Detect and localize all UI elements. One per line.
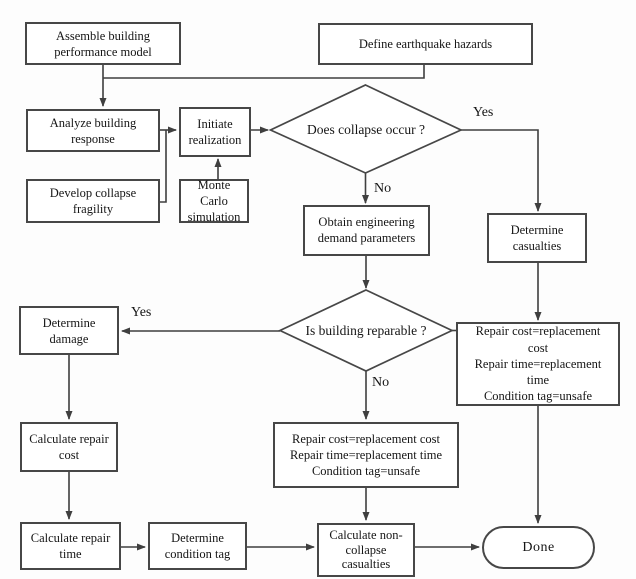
node-label: Obtain engineering demand parameters — [317, 214, 416, 245]
node-label: Determine condition tag — [164, 531, 231, 561]
node-determine-damage: Determine damage — [19, 306, 119, 355]
node-develop-collapse-fragility: Develop collapse fragility — [26, 179, 160, 223]
edge-label-reparable-yes: Yes — [131, 305, 152, 320]
edge-label-reparable-no: No — [372, 375, 390, 390]
decision-is-building-reparable-label: Is building reparable ? — [305, 323, 427, 338]
node-calculate-repair-cost: Calculate repair cost — [20, 422, 118, 472]
node-analyze-building-response: Analyze building response — [26, 109, 160, 152]
node-label: Initiate realization — [188, 117, 242, 147]
node-label: Done — [522, 539, 555, 555]
decision-does-collapse-occur-shape — [268, 84, 464, 174]
node-label: Repair cost=replacement cost Repair time… — [289, 431, 443, 479]
node-define-earthquake-hazards: Define earthquake hazards — [318, 23, 533, 65]
node-calculate-repair-time: Calculate repair time — [20, 522, 121, 570]
node-monte-carlo-simulation: Monte Carlo simulation — [179, 178, 249, 224]
node-label: Monte Carlo simulation — [187, 178, 241, 224]
node-label: Determine casualties — [510, 223, 564, 253]
edge-define-to-junction — [103, 65, 425, 79]
node-obtain-engineering-demand-parameters: Obtain engineering demand parameters — [303, 205, 430, 256]
edge-label-collapse-no: No — [374, 181, 392, 196]
edge-collapse-yes-to-casualties — [461, 129, 542, 212]
node-assemble-building-performance-model: Assemble building performance model — [25, 22, 181, 65]
node-initiate-realization: Initiate realization — [179, 107, 251, 157]
node-calculate-non-collapse-casualties: Calculate non- collapse casualties — [317, 523, 415, 577]
node-label: Develop collapse fragility — [49, 186, 137, 216]
node-label: Calculate non- collapse casualties — [329, 527, 403, 572]
node-done-terminator: Done — [482, 526, 595, 569]
node-repair-replacement-unsafe-mid: Repair cost=replacement cost Repair time… — [273, 422, 459, 488]
edge-develop-to-junction — [160, 130, 167, 203]
node-label: Repair cost=replacement cost Repair time… — [474, 324, 602, 404]
node-label: Analyze building response — [49, 115, 137, 146]
node-label: Define earthquake hazards — [358, 37, 493, 51]
node-label: Calculate repair cost — [29, 432, 109, 462]
node-repair-replacement-unsafe-right: Repair cost=replacement cost Repair time… — [456, 322, 620, 406]
node-label: Calculate repair time — [30, 531, 111, 561]
decision-does-collapse-occur-label: Does collapse occur ? — [306, 122, 426, 137]
node-determine-condition-tag: Determine condition tag — [148, 522, 247, 570]
node-determine-casualties: Determine casualties — [487, 213, 587, 263]
decision-is-building-reparable-shape — [278, 289, 454, 372]
edge-label-collapse-yes: Yes — [473, 105, 494, 120]
node-label: Assemble building performance model — [54, 28, 152, 59]
node-label: Determine damage — [42, 315, 96, 346]
